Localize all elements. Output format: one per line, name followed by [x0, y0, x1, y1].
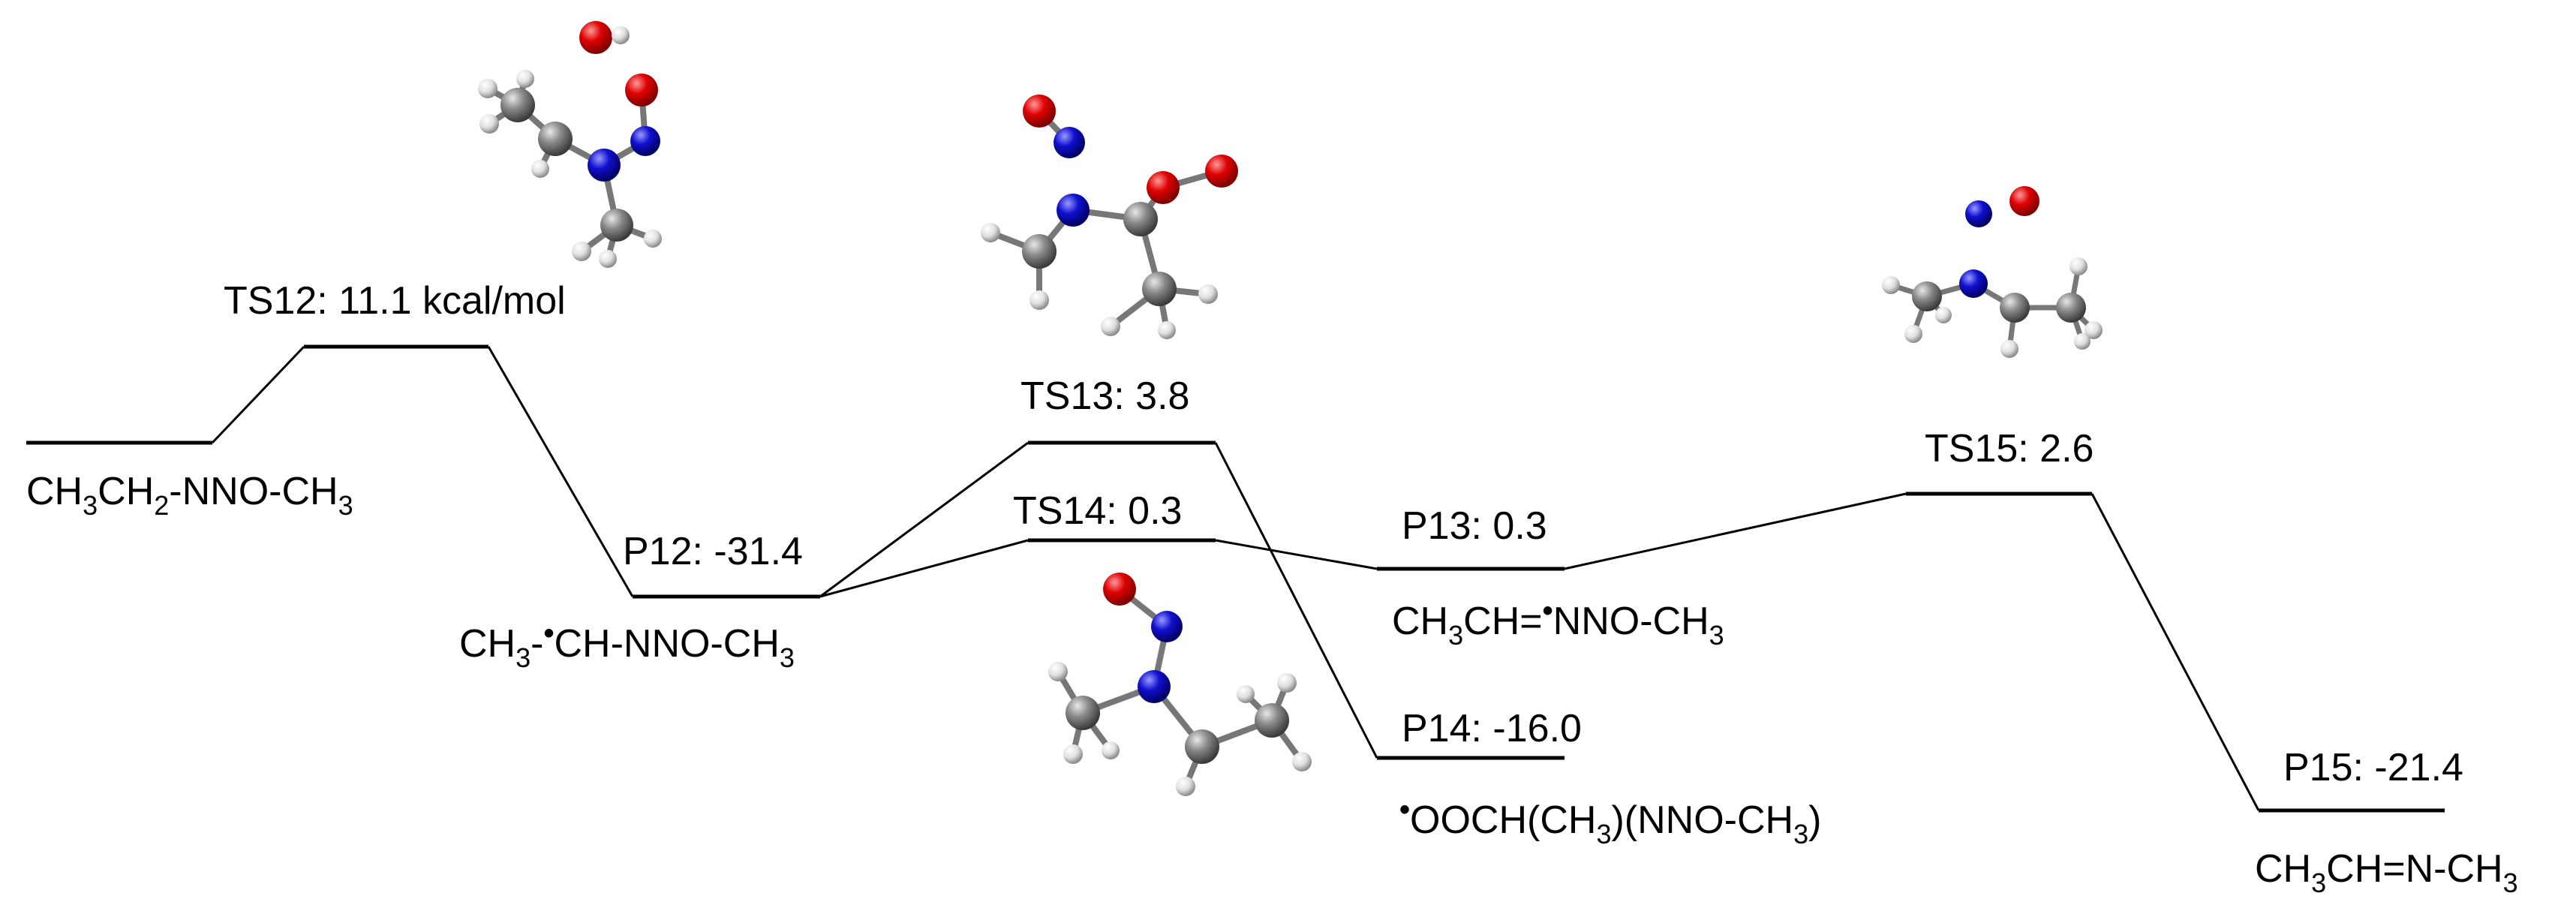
p14-species: •OOCH(CH3)(NNO-CH3): [1399, 793, 1821, 849]
p13-label: P13: 0.3: [1402, 504, 1547, 548]
connector-ts15-p15: [2091, 493, 2260, 811]
level-labels: TS12: 11.1 kcal/mol P12: -31.4 TS13: 3.8…: [224, 279, 2463, 789]
p12-label: P12: -31.4: [623, 530, 803, 573]
connector-reactant-ts12: [211, 345, 305, 444]
connector-p13-ts15: [1564, 492, 1907, 570]
connector-p12-ts13: [819, 441, 1029, 598]
connector-p12-ts14: [819, 539, 1029, 598]
species-labels: CH3CH2-NNO-CH3 CH3-•CH-NNO-CH3 CH3CH=•NN…: [26, 470, 2518, 898]
connector-ts13-p14: [1214, 442, 1378, 759]
ts14-molecule-image: [1048, 573, 1312, 796]
p13-species: CH3CH=•NNO-CH3: [1392, 594, 1724, 651]
connector-ts12-p12: [487, 346, 634, 597]
reactant-species: CH3CH2-NNO-CH3: [26, 470, 353, 521]
ts13-label: TS13: 3.8: [1020, 374, 1189, 418]
p12-species: CH3-•CH-NNO-CH3: [459, 617, 795, 673]
ts12-molecule-image: [478, 21, 662, 268]
energy-levels: [26, 344, 2445, 813]
p15-label: P15: -21.4: [2283, 746, 2463, 789]
ts13-molecule-image: [981, 95, 1238, 339]
ts14-label: TS14: 0.3: [1013, 489, 1182, 533]
p15-species: CH3CH=N-CH3: [2255, 847, 2518, 898]
ts15-label: TS15: 2.6: [1925, 427, 2094, 471]
connectors: [211, 345, 2260, 811]
ts15-molecule-image: [1882, 186, 2103, 358]
p14-label: P14: -16.0: [1402, 707, 1582, 750]
connector-ts14-p13: [1215, 539, 1378, 570]
ts12-label: TS12: 11.1 kcal/mol: [224, 279, 566, 323]
